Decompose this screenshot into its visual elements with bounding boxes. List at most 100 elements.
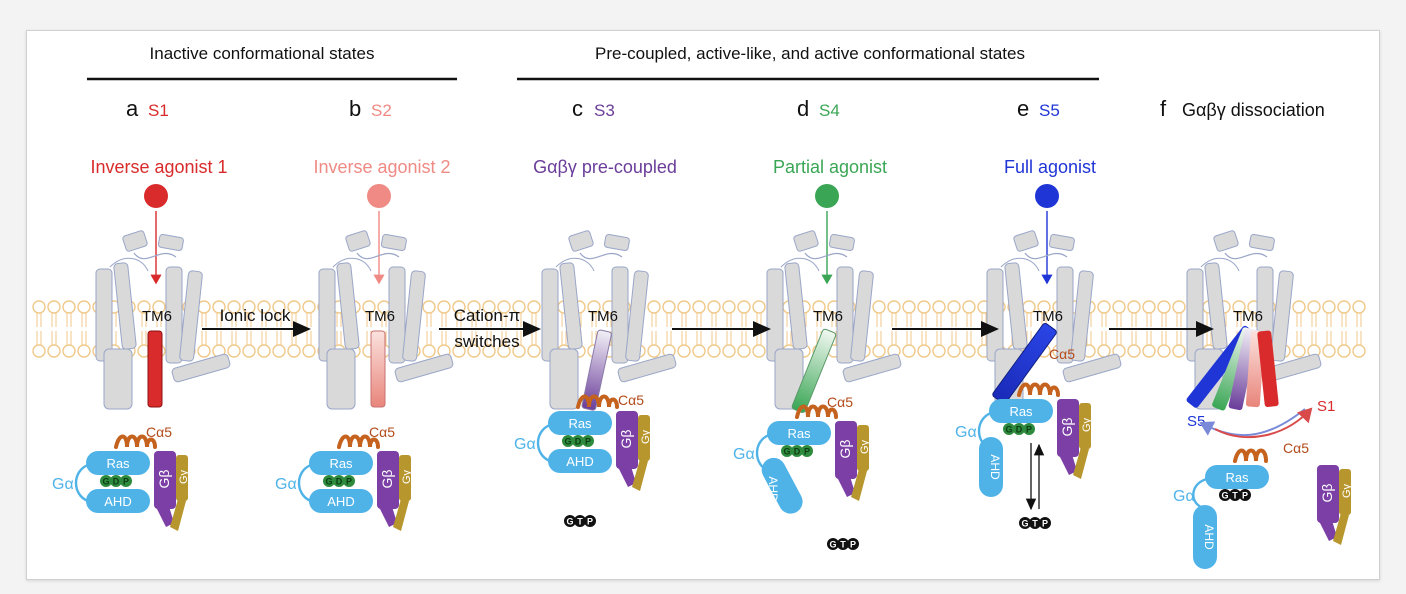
lipid-head — [422, 300, 436, 314]
lipid-tail — [711, 313, 717, 327]
lipid-head — [902, 344, 916, 358]
lipid-tail — [876, 313, 882, 327]
lipid-head — [1157, 300, 1171, 314]
lipid-head — [422, 344, 436, 358]
switches-label: switches — [454, 332, 519, 351]
tm-helix — [1186, 268, 1204, 362]
lipid-tail — [246, 313, 252, 327]
ecl-loop — [780, 257, 820, 272]
nucleotide-bead — [801, 445, 813, 457]
tm-helix — [1204, 262, 1228, 350]
lipid-head — [902, 300, 916, 314]
tm6-label: TM6 — [365, 308, 395, 325]
ggamma-subunit — [176, 455, 188, 501]
lipid-head — [677, 300, 691, 314]
ga-linker — [977, 411, 992, 451]
lipid-head — [1292, 344, 1306, 358]
lipid-head — [257, 300, 271, 314]
lipid-tail — [966, 331, 972, 345]
lipid-tail — [531, 313, 537, 327]
lipid-head — [47, 300, 61, 314]
gbeta-tail — [156, 503, 174, 527]
lipid-head — [452, 344, 466, 358]
nucleotide-letter: T — [1032, 519, 1038, 529]
lipid-head — [482, 300, 496, 314]
tm6-helix-s1 — [1257, 330, 1279, 408]
lipid-head — [752, 300, 766, 314]
nucleotide-bead — [343, 475, 355, 487]
lipid-head — [1292, 300, 1306, 314]
ecl-loop — [1224, 252, 1268, 260]
nucleotide-bead — [827, 538, 839, 550]
nucleotide-letter: D — [575, 437, 582, 447]
lipid-tail — [66, 313, 72, 327]
lipid-tail — [1206, 331, 1212, 345]
h8-helix — [394, 353, 454, 383]
lipid-tail — [1116, 313, 1122, 327]
ras-domain — [989, 399, 1053, 423]
ionic-lock-label: Ionic lock — [220, 306, 291, 325]
gbeta-label: Gβ — [1059, 418, 1075, 437]
lipid-tail — [1356, 313, 1362, 327]
lipid-head — [1157, 344, 1171, 358]
lipid-head — [362, 300, 376, 314]
tm6-label: TM6 — [142, 308, 172, 325]
ahd-label: AHD — [104, 494, 131, 509]
lipid-tail — [951, 331, 957, 345]
lipid-head — [497, 300, 511, 314]
ggamma-tail — [851, 469, 867, 501]
lipid-head — [527, 300, 541, 314]
header-active: Pre-coupled, active-like, and active con… — [595, 44, 1025, 63]
lipid-tail — [1101, 313, 1107, 327]
lipid-tail — [246, 331, 252, 345]
lipid-tail — [1326, 313, 1332, 327]
lipid-tail — [111, 313, 117, 327]
ca5-helix — [576, 394, 619, 409]
lipid-tail — [1026, 313, 1032, 327]
state-label: S4 — [819, 101, 840, 120]
lipid-tail — [456, 313, 462, 327]
lipid-tail — [1146, 313, 1152, 327]
panel-letter: d — [797, 96, 809, 121]
nucleotide-bead — [582, 435, 594, 447]
ecl-loop — [109, 257, 149, 272]
lipid-head — [1127, 344, 1141, 358]
lipid-tail — [1116, 331, 1122, 345]
ahd-domain — [86, 489, 150, 513]
lipid-tail — [81, 313, 87, 327]
lipid-tail — [1296, 313, 1302, 327]
ca5-helix — [114, 434, 157, 449]
ca5-helix — [795, 404, 838, 419]
lipid-tail — [906, 331, 912, 345]
nucleotide-letter: P — [123, 477, 129, 487]
lipid-tail — [666, 331, 672, 345]
ligand-label: Full agonist — [1004, 157, 1096, 177]
nucleotide-bead — [1013, 423, 1025, 435]
lipid-head — [467, 344, 481, 358]
gbeta-subunit — [154, 451, 176, 509]
lipid-tail — [231, 313, 237, 327]
lipid-tail — [936, 331, 942, 345]
lipid-tail — [606, 313, 612, 327]
state-label: S2 — [371, 101, 392, 120]
gbeta-label: Gβ — [837, 440, 853, 459]
nucleotide-letter: G — [564, 437, 571, 447]
lipid-head — [587, 300, 601, 314]
ras-domain — [86, 451, 150, 475]
gpcr-diagram: Inactive conformational states Pre-coupl… — [32, 44, 1366, 569]
lipid-tail — [756, 313, 762, 327]
lipid-tail — [261, 331, 267, 345]
lipid-tail — [741, 313, 747, 327]
lipid-tail — [981, 313, 987, 327]
lipid-head — [242, 300, 256, 314]
lipid-head — [452, 300, 466, 314]
ahd-label: AHD — [988, 454, 1002, 480]
transition-arrows: Ionic lock Cation-π switches — [202, 306, 1214, 351]
ecl-helix — [1213, 230, 1239, 252]
ca5-helix — [1017, 382, 1060, 397]
lipid-head — [872, 300, 886, 314]
gbeta-subunit — [1057, 399, 1079, 457]
ras-label: Ras — [787, 426, 811, 441]
ras-label: Ras — [106, 456, 130, 471]
